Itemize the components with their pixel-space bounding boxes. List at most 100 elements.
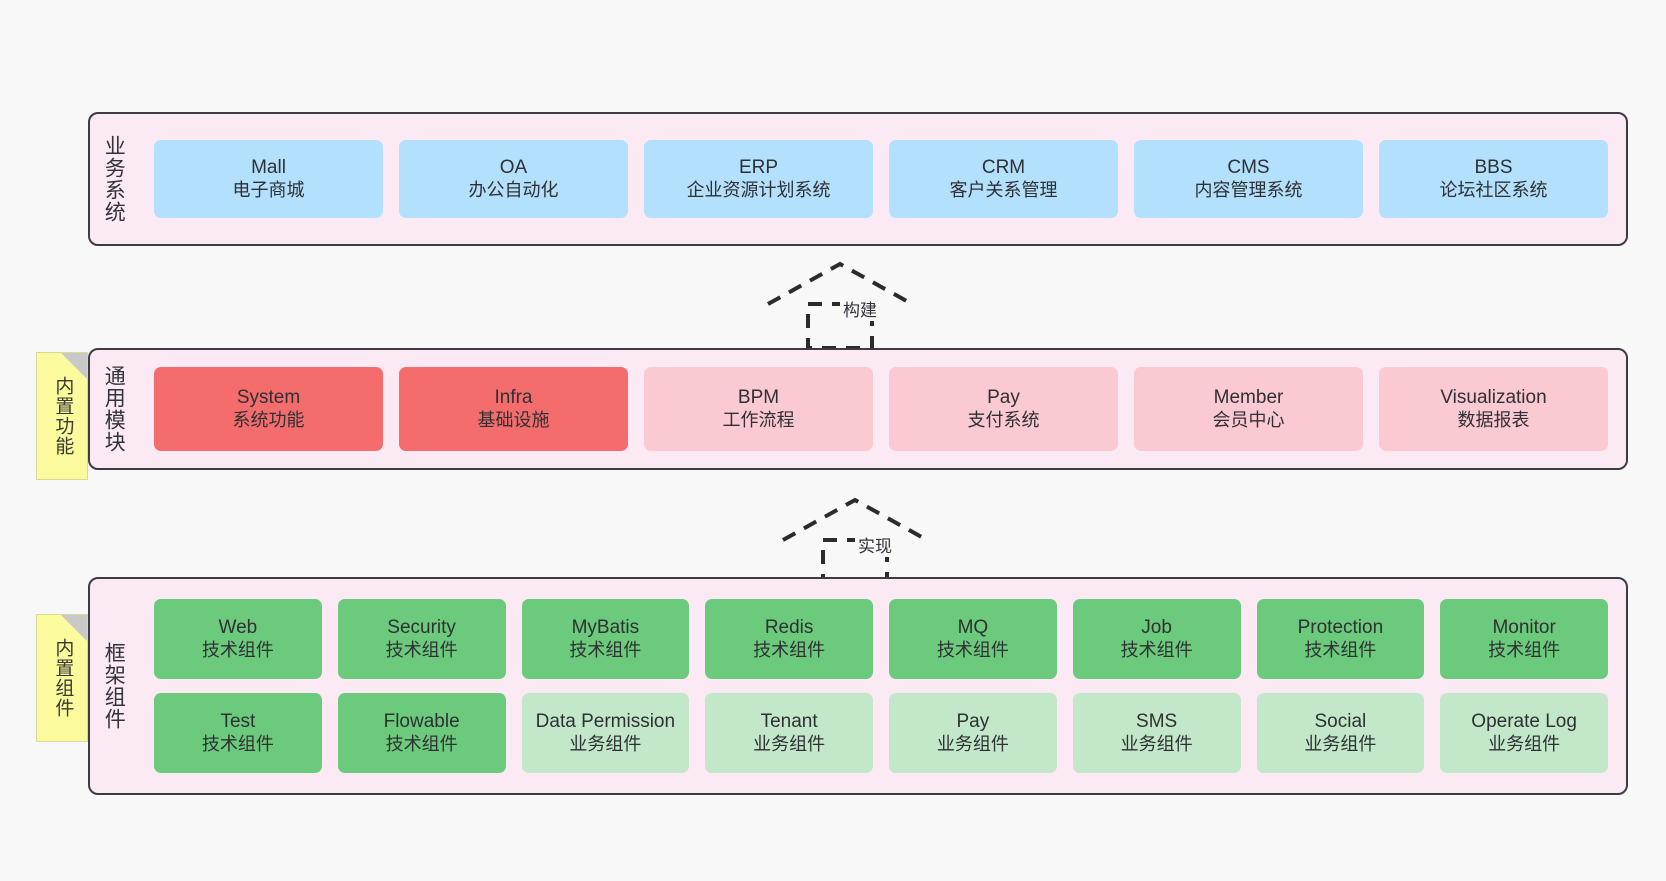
card-visualization-name: Visualization [1440,387,1547,409]
card-test-desc: 技术组件 [201,733,274,754]
card-web[interactable]: Web 技术组件 [154,599,322,679]
card-mall-name: Mall [251,157,286,179]
card-sms-name: SMS [1136,711,1178,733]
card-bpm-name: BPM [737,387,780,409]
card-social-name: Social [1314,711,1367,733]
note-builtin-components-label: 内置组件 [52,638,74,718]
card-flowable-name: Flowable [383,711,460,733]
card-system-desc: 系统功能 [232,409,305,430]
card-member-desc: 会员中心 [1212,409,1285,430]
note-builtin-functions-label: 内置功能 [52,376,74,456]
card-cms-name: CMS [1227,157,1270,179]
layer-business-systems-title: 业务系统 [102,135,126,223]
relation-build: 构建 [760,256,960,356]
card-mq-desc: 技术组件 [936,639,1009,660]
layer-business-systems-body: Mall 电子商城 OA 办公自动化 ERP 企业资源计划系统 CRM 客户关系… [136,114,1626,244]
card-operate-log[interactable]: Operate Log 业务组件 [1440,693,1608,773]
card-job-desc: 技术组件 [1120,639,1193,660]
card-visualization-desc: 数据报表 [1457,409,1530,430]
card-redis-name: Redis [764,617,814,639]
card-redis-desc: 技术组件 [753,639,826,660]
card-crm-name: CRM [981,157,1026,179]
card-protection-desc: 技术组件 [1304,639,1377,660]
card-tenant-desc: 业务组件 [753,733,826,754]
card-erp-name: ERP [738,157,779,179]
card-security-desc: 技术组件 [385,639,458,660]
framework-business-row: Test 技术组件 Flowable 技术组件 Data Permission … [154,693,1608,773]
card-mq-name: MQ [957,617,989,639]
card-mq[interactable]: MQ 技术组件 [889,599,1057,679]
card-pay-module-desc: 支付系统 [967,409,1040,430]
layer-common-modules-body: System 系统功能 Infra 基础设施 BPM 工作流程 Pay 支付系统… [136,350,1626,468]
card-job[interactable]: Job 技术组件 [1072,599,1241,679]
layer-framework-components-title: 框架组件 [102,642,126,730]
card-member-name: Member [1213,387,1284,409]
card-erp-desc: 企业资源计划系统 [686,179,831,200]
card-bpm-desc: 工作流程 [722,409,795,430]
card-social[interactable]: Social 业务组件 [1256,693,1425,773]
card-system-name: System [236,387,301,409]
generalization-arrowhead-icon [782,497,928,542]
card-oa-desc: 办公自动化 [468,179,559,200]
card-operate-log-name: Operate Log [1471,711,1577,733]
framework-tech-row: Web 技术组件 Security 技术组件 MyBatis 技术组件 Redi… [154,599,1608,679]
note-builtin-components: 内置组件 [36,614,88,742]
card-bbs-name: BBS [1474,157,1513,179]
card-tenant-name: Tenant [760,711,818,733]
note-fold-icon [61,353,87,379]
card-operate-log-desc: 业务组件 [1488,733,1561,754]
card-bbs-desc: 论坛社区系统 [1439,179,1548,200]
layer-framework-components: 框架组件 Web 技术组件 Security 技术组件 MyBatis 技术组件… [88,577,1628,795]
card-sms-desc: 业务组件 [1120,733,1193,754]
card-bpm[interactable]: BPM 工作流程 [644,367,873,451]
common-modules-row: System 系统功能 Infra 基础设施 BPM 工作流程 Pay 支付系统… [154,367,1608,451]
card-monitor[interactable]: Monitor 技术组件 [1440,599,1608,679]
card-data-permission-name: Data Permission [535,711,676,733]
card-test[interactable]: Test 技术组件 [154,693,322,773]
card-infra-desc: 基础设施 [477,409,550,430]
relation-build-label: 构建 [840,296,880,321]
card-mybatis-desc: 技术组件 [569,639,642,660]
note-fold-icon [61,615,87,641]
card-sms[interactable]: SMS 业务组件 [1072,693,1241,773]
card-flowable-desc: 技术组件 [385,733,458,754]
card-pay-component[interactable]: Pay 业务组件 [889,693,1057,773]
layer-framework-components-body: Web 技术组件 Security 技术组件 MyBatis 技术组件 Redi… [136,579,1626,793]
card-web-name: Web [218,617,258,639]
card-tenant[interactable]: Tenant 业务组件 [705,693,873,773]
card-pay-module-name: Pay [987,387,1020,409]
card-bbs[interactable]: BBS 论坛社区系统 [1379,140,1608,218]
card-protection[interactable]: Protection 技术组件 [1256,599,1425,679]
card-cms[interactable]: CMS 内容管理系统 [1134,140,1363,218]
layer-business-systems: 业务系统 Mall 电子商城 OA 办公自动化 ERP 企业资源计划系统 CRM [88,112,1628,246]
card-pay-module[interactable]: Pay 支付系统 [889,367,1118,451]
card-monitor-desc: 技术组件 [1488,639,1561,660]
card-erp[interactable]: ERP 企业资源计划系统 [644,140,873,218]
card-oa-name: OA [499,157,528,179]
card-data-permission-desc: 业务组件 [569,733,642,754]
card-data-permission[interactable]: Data Permission 业务组件 [521,693,690,773]
card-pay-component-name: Pay [956,711,990,733]
card-crm[interactable]: CRM 客户关系管理 [889,140,1118,218]
generalization-arrowhead-icon [767,261,913,306]
note-builtin-functions: 内置功能 [36,352,88,480]
card-member[interactable]: Member 会员中心 [1134,367,1363,451]
card-flowable[interactable]: Flowable 技术组件 [337,693,506,773]
business-systems-row: Mall 电子商城 OA 办公自动化 ERP 企业资源计划系统 CRM 客户关系… [154,140,1608,218]
card-infra[interactable]: Infra 基础设施 [399,367,628,451]
card-mall[interactable]: Mall 电子商城 [154,140,383,218]
card-visualization[interactable]: Visualization 数据报表 [1379,367,1608,451]
card-monitor-name: Monitor [1492,617,1556,639]
card-redis[interactable]: Redis 技术组件 [705,599,873,679]
layer-common-modules-title: 通用模块 [102,365,126,453]
card-protection-name: Protection [1297,617,1384,639]
card-test-name: Test [220,711,256,733]
card-mybatis-name: MyBatis [571,617,640,639]
card-security[interactable]: Security 技术组件 [337,599,506,679]
card-oa[interactable]: OA 办公自动化 [399,140,628,218]
card-system[interactable]: System 系统功能 [154,367,383,451]
layer-common-modules: 通用模块 System 系统功能 Infra 基础设施 BPM 工作流程 Pay [88,348,1628,470]
card-mybatis[interactable]: MyBatis 技术组件 [521,599,690,679]
card-mall-desc: 电子商城 [232,179,305,200]
